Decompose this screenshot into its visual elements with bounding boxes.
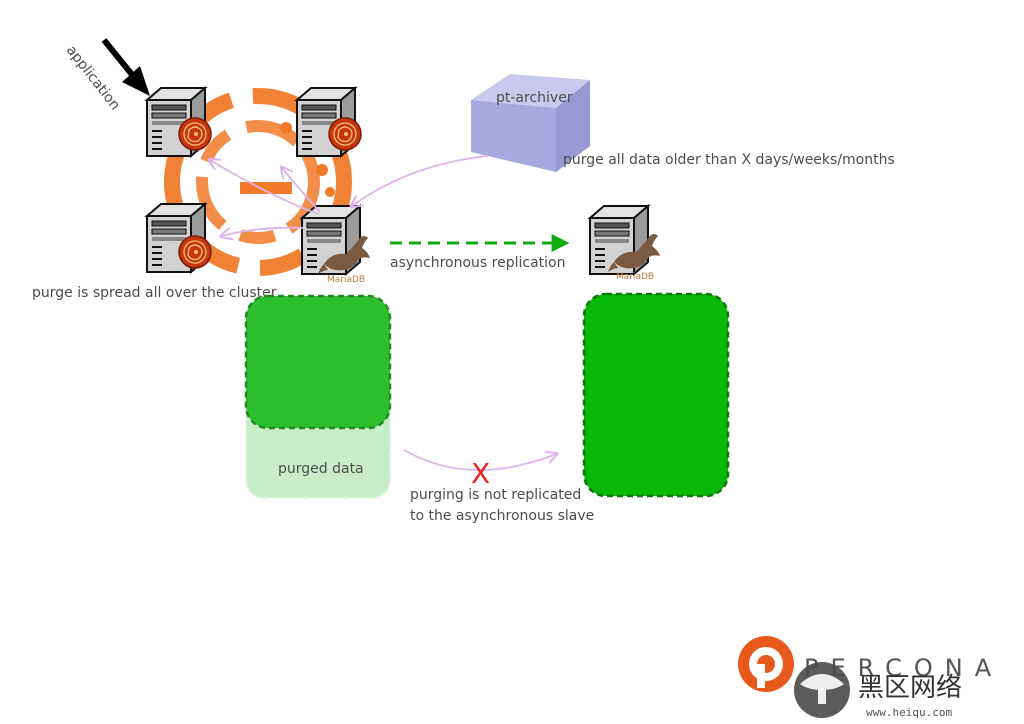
purge-spread-label: purge is spread all over the cluster bbox=[32, 285, 277, 301]
pt-archiver-cube-icon bbox=[471, 74, 590, 172]
galera-badge-icon bbox=[328, 117, 362, 151]
percona-logo-icon bbox=[738, 636, 794, 692]
purge-spread-arrows bbox=[210, 160, 321, 236]
cross-mark: X bbox=[471, 457, 490, 490]
purge-all-label: purge all data older than X days/weeks/m… bbox=[563, 152, 895, 168]
cluster-node-top-left bbox=[146, 87, 212, 157]
pt-archiver-label: pt-archiver bbox=[496, 90, 573, 106]
master-data-block bbox=[244, 294, 392, 430]
watermark-icon bbox=[794, 662, 850, 718]
not-replicated-line1: purging is not replicated bbox=[410, 487, 581, 503]
mariadb-slave-label: MariaDB bbox=[616, 272, 654, 282]
async-replication-label: asynchronous replication bbox=[390, 255, 566, 271]
cluster-node-bottom-left bbox=[146, 203, 212, 273]
mariadb-master-label: MariaDB bbox=[327, 275, 365, 285]
cluster-node-top-right bbox=[296, 87, 362, 157]
galera-badge-icon bbox=[178, 117, 212, 151]
application-arrow-icon bbox=[101, 38, 150, 96]
purged-data-label: purged data bbox=[278, 461, 364, 477]
watermark-url: www.heiqu.com bbox=[866, 706, 952, 719]
cluster-node-master bbox=[301, 205, 370, 275]
slave-data-block bbox=[582, 292, 730, 498]
purge-not-replicated-arrow bbox=[403, 449, 556, 471]
async-slave-node bbox=[589, 205, 660, 275]
galera-badge-icon bbox=[178, 235, 212, 269]
not-replicated-line2: to the asynchronous slave bbox=[410, 508, 594, 524]
watermark-cn: 黑区网络 bbox=[858, 673, 962, 703]
archiver-to-master-arrow bbox=[352, 155, 489, 206]
